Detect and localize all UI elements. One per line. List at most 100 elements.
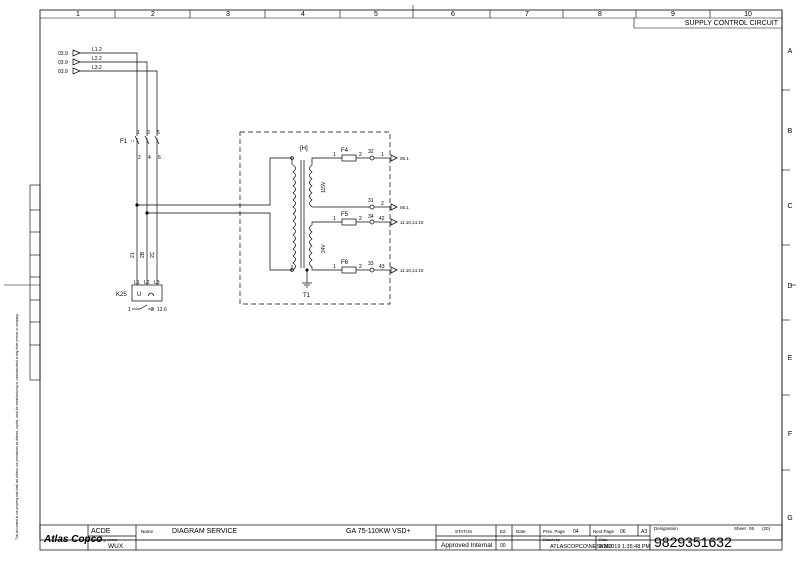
column-labels: 1 2 3 4 5 6 7 8 9 10 — [76, 11, 752, 18]
fuse-pin: 1 — [333, 264, 336, 270]
wire-label: 43 — [379, 264, 385, 270]
designation-label: Designation — [654, 526, 678, 531]
transformer-voltage-115: 115V — [321, 181, 327, 193]
title-block — [39, 524, 783, 551]
wire-label: 2 — [381, 201, 384, 207]
supply-ref: 03.9 — [58, 69, 68, 75]
terminal-label: 31 — [368, 198, 374, 204]
k25-contact-ref: 12.6 — [157, 307, 167, 313]
column-label: 10 — [744, 11, 752, 18]
fuse-pin: 1 — [333, 216, 336, 222]
wire-label: 2C — [150, 251, 156, 258]
column-label: 9 — [671, 11, 675, 18]
fuse-f1-pin: 5 — [157, 130, 160, 136]
transformer-label: T1 — [303, 293, 311, 299]
k25-label: K25 — [116, 292, 127, 298]
k25-contact-pin: 2 — [151, 307, 154, 313]
destination-ref: 11.10,14.10 — [400, 268, 424, 273]
k25-monitor — [131, 284, 163, 310]
k25-u-label: U — [137, 292, 141, 298]
next-page-label: Next Page — [593, 529, 615, 534]
next-page-value: 06 — [620, 529, 626, 535]
transformer-t1 — [290, 156, 318, 288]
destination-ref: 06.1 — [400, 156, 409, 161]
supply-line-label: L3.2 — [92, 65, 102, 71]
k25-terminal: L3 — [154, 280, 160, 286]
name-label: Name — [141, 529, 154, 534]
company-name: ACDE — [91, 528, 111, 535]
column-label: 8 — [598, 11, 602, 18]
date-label: Date — [516, 529, 526, 534]
status-value: Approved Internal — [441, 542, 493, 549]
primary-feed — [137, 157, 292, 271]
fuse-pin: 2 — [359, 216, 362, 222]
row-label: G — [787, 515, 792, 522]
prev-page-label: Prev. Page — [543, 529, 565, 534]
supply-ref: 03.9 — [58, 60, 68, 66]
column-label: 4 — [301, 11, 305, 18]
k25-terminal: L2 — [144, 280, 150, 286]
supply-line-label: L1.2 — [92, 47, 102, 53]
destination-ref: 06.1 — [400, 205, 409, 210]
drawing-name: DIAGRAM SERVICE — [172, 528, 238, 535]
fuse-pin: 2 — [359, 264, 362, 270]
date2-value: 9/3/2019 1:35:48 PM — [599, 544, 650, 550]
junction-dot — [135, 203, 139, 207]
row-label: B — [788, 128, 793, 135]
row-label: D — [787, 283, 792, 290]
destination-ref: 11.10,14.10 — [400, 220, 424, 225]
row-labels: A B C D E F G — [787, 48, 792, 522]
column-label: 7 — [525, 11, 529, 18]
fuse-label: F6 — [341, 260, 349, 266]
atlas-copco-logo: Atlas Copco — [43, 534, 102, 545]
product-name: GA 75-110KW VSD+ — [346, 528, 411, 535]
designation-value: 9829351632 — [654, 534, 732, 550]
drawn-by-label: Drawn by — [543, 537, 560, 542]
terminal-label: 33 — [368, 261, 374, 267]
wire-label: 42 — [379, 216, 385, 222]
copyright-note: This document is our property and shall … — [15, 314, 19, 540]
fuse-pin: 1 — [333, 152, 336, 158]
junction-dot — [145, 211, 149, 215]
sheet-number: 05 — [749, 526, 755, 531]
column-label: 1 — [76, 11, 80, 18]
fuse-f1-pin: 6 — [158, 155, 161, 161]
fuse-label: F4 — [341, 148, 349, 154]
wire-label: 21 — [130, 252, 136, 258]
sheet-total: (20) — [762, 526, 771, 531]
sheet-size: A3 — [641, 529, 647, 535]
transformer-section-label: [H] — [300, 146, 308, 152]
row-label: A — [788, 48, 793, 55]
drawing-owner: WUX — [108, 543, 124, 550]
transformer-enclosure — [239, 131, 391, 305]
edition-label: Ed — [500, 529, 506, 534]
supply-ref: 03.9 — [58, 51, 68, 57]
drawing-border — [4, 5, 796, 541]
row-label: F — [788, 431, 792, 438]
secondary-circuits — [318, 154, 398, 274]
k25-terminal: L1 — [134, 280, 140, 286]
supply-lines — [72, 49, 158, 125]
transformer-voltage-24: 24V — [321, 243, 327, 253]
k25-contact-pin: 1 — [128, 307, 131, 313]
status-label: STATUS — [455, 529, 472, 534]
fuse-f1-pin: 4 — [148, 155, 151, 161]
row-label: C — [787, 203, 792, 210]
column-label: 3 — [226, 11, 230, 18]
terminal-label: 34 — [368, 214, 374, 220]
terminal-label: 32 — [368, 149, 374, 155]
fuse-f1-label: F1 — [120, 139, 128, 145]
column-label: 5 — [374, 11, 378, 18]
sheet-title: SUPPLY CONTROL CIRCUIT — [685, 20, 779, 27]
prev-page-value: 04 — [573, 529, 579, 535]
fuse-f1-pin: 2 — [138, 155, 141, 161]
column-label: 6 — [451, 11, 455, 18]
edition-value: 00 — [500, 543, 506, 549]
sheet-label: Sheet — [734, 526, 747, 531]
row-label: E — [788, 355, 793, 362]
drawing-owner-label: Drawing owner — [91, 537, 118, 542]
wire-label: 2B — [140, 251, 146, 258]
fuse-f1-pin: 1 — [137, 130, 140, 136]
wire-label: 1 — [381, 152, 384, 158]
